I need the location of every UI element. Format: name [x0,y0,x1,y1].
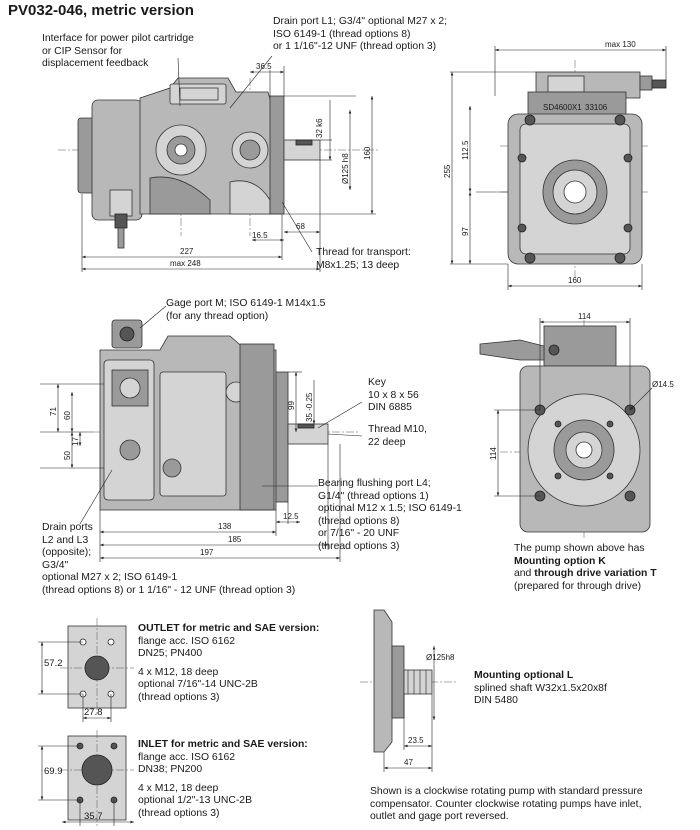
dim-47: 47 [404,758,413,767]
dim-12-5: 12.5 [283,512,299,521]
nameplate-number: 33106 [585,103,608,112]
dim-35-7: 35.7 [84,811,103,822]
dim-50: 50 [63,451,72,460]
dim-197: 197 [200,548,214,557]
dim-68: 68 [296,222,305,231]
page-title: PV032-046, metric version [8,2,194,19]
callout-mounting-l: Mounting optional L splined shaft W32x1.… [474,670,607,707]
callout-option-k: The pump shown above has Mounting option… [514,543,657,592]
dim-185: 185 [228,535,242,544]
pump-front-view-top: SD4600X1 33106 max 130 255 112.5 97 160 [443,40,667,290]
footnote: Shown is a clockwise rotating pump with … [370,786,643,823]
pump-side-view-top: 36.5 32 k6 Ø125 h8 160 16.5 68 227 max 2… [58,55,378,272]
dim-160-front: 160 [568,276,582,285]
outlet-flange-drawing: 57.2 27.8 [38,618,134,722]
dim-69-9: 69.9 [44,766,63,777]
pump-front-view-middle: 114 114 Ø14.5 [479,312,674,540]
dim-16-5: 16.5 [252,231,268,240]
callout-inlet: INLET for metric and SAE version: flange… [138,739,308,819]
dim-114-height: 114 [489,447,498,460]
dim-14-5: Ø14.5 [652,380,674,389]
dim-27-8: 27.8 [84,707,103,718]
dim-57-2: 57.2 [44,658,63,669]
dim-17: 17 [71,437,80,446]
dim-23-5: 23.5 [408,736,424,745]
callout-bearing-flush: Bearing flushing port L4; G1/4" (thread … [318,478,462,552]
dim-114-width: 114 [578,312,591,321]
dim-99: 99 [287,401,296,410]
callout-thread-m10: Thread M10, 22 deep [368,424,427,448]
callout-thread-transport: Thread for transport: M8x1.25; 13 deep [316,247,411,271]
callout-gage-port: Gage port M; ISO 6149-1 M14x1.5 (for any… [166,298,326,322]
mounting-l-drawing: Ø125h8 23.5 47 [360,609,456,772]
dim-138: 138 [218,522,232,531]
dim-32-k6: 32 k6 [315,118,324,138]
dim-71: 71 [49,407,58,416]
dim-125h8-l: Ø125h8 [426,653,455,662]
dim-255: 255 [443,164,452,178]
pump-side-view-middle: 71 60 17 50 99 35 -0.25 12.5 138 185 197 [40,305,363,562]
callout-drain-l2-l3: Drain ports L2 and L3 (opposite); G3/4" … [42,522,296,596]
dim-max-248: max 248 [170,259,201,268]
dim-160-side: 160 [363,146,372,160]
dim-max-130: max 130 [605,40,636,49]
dim-60: 60 [63,411,72,420]
callout-key: Key 10 x 8 x 56 DIN 6885 [368,377,419,414]
callout-pilot-interface: Interface for power pilot cartridge or C… [42,33,194,70]
dim-227: 227 [180,247,194,256]
callout-drain-l1: Drain port L1; G3/4" optional M27 x 2; I… [273,16,448,53]
callout-outlet: OUTLET for metric and SAE version: flang… [138,623,320,703]
dim-36-5: 36.5 [256,62,272,71]
dim-112-5: 112.5 [461,140,470,160]
dim-125-h8: Ø125 h8 [341,153,350,184]
dim-35: 35 -0.25 [305,392,314,422]
inlet-flange-drawing: 69.9 35.7 [38,730,134,826]
dim-97: 97 [461,227,470,236]
nameplate-code: SD4600X1 [543,103,582,112]
